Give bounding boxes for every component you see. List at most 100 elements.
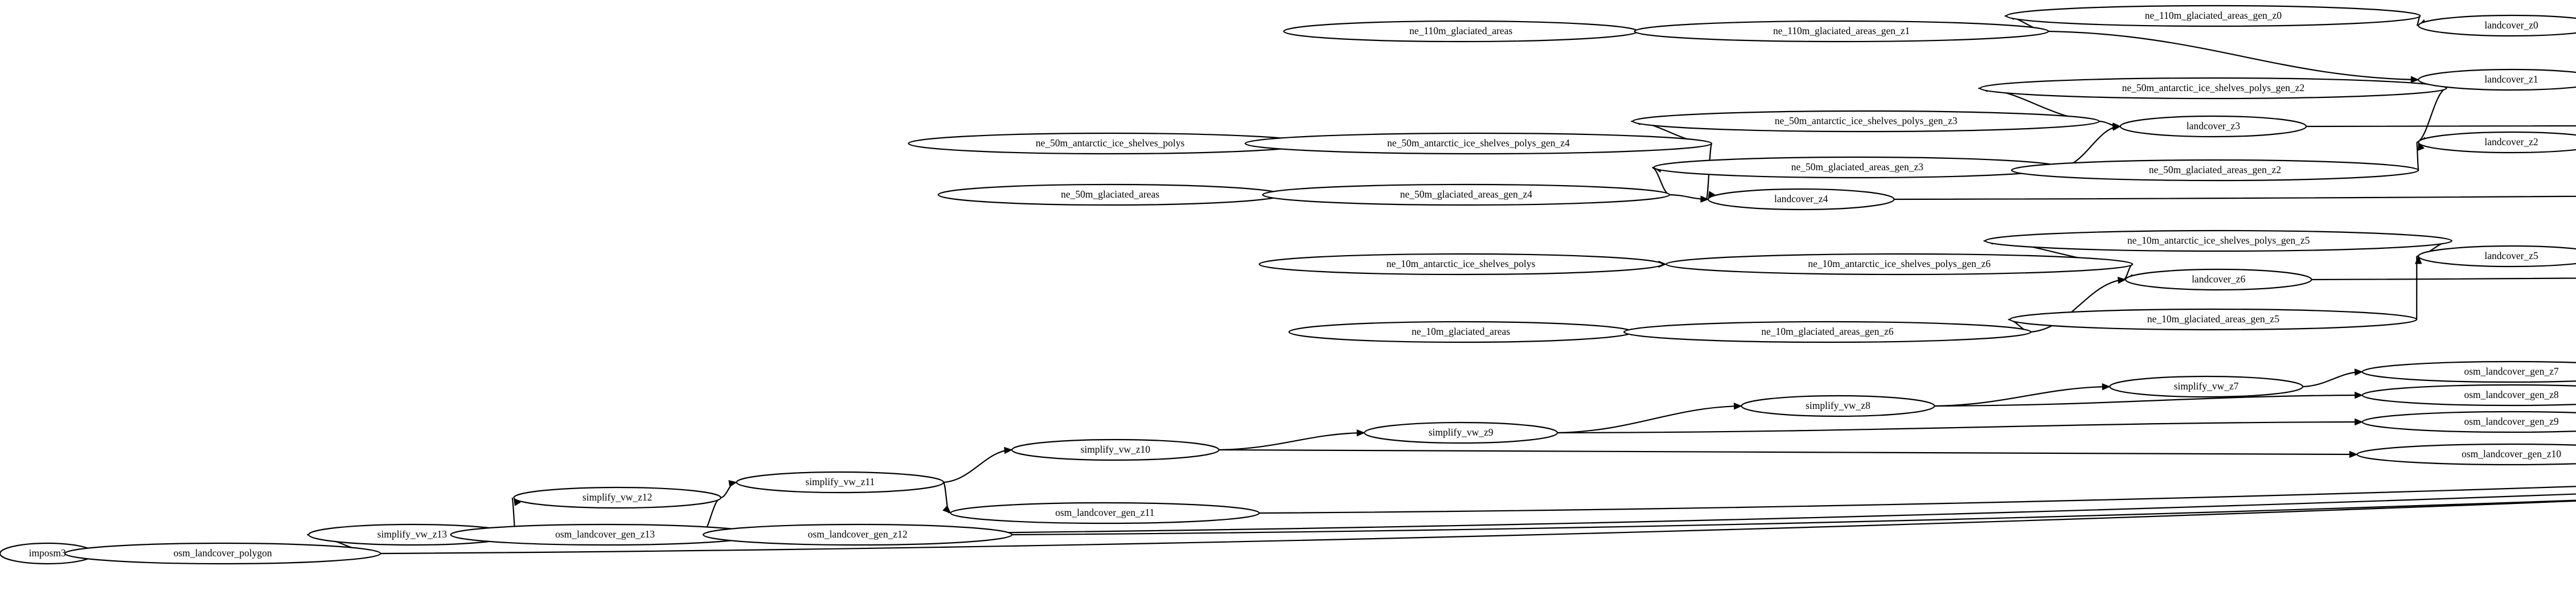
- node-landcover-z1[interactable]: landcover_z1: [2418, 68, 2576, 91]
- node-label: simplify_vw_z10: [1081, 444, 1151, 455]
- node-shape: [702, 523, 1013, 546]
- node-label: landcover_z4: [1774, 193, 1828, 204]
- edge-ne-10m-glaciated-areas-gen-z5-to-landcover-z5: [2415, 255, 2422, 320]
- node-shape: [2124, 268, 2312, 291]
- edge-arrowhead: [2117, 276, 2127, 284]
- node-label: osm_landcover_gen_z8: [2464, 389, 2558, 400]
- node-osm-landcover-gen-z7[interactable]: osm_landcover_gen_z7: [2361, 360, 2576, 383]
- node-shape: [2356, 443, 2576, 466]
- node-ne-110m-glaciated-areas-gen-z1[interactable]: ne_110m_glaciated_areas_gen_z1: [1634, 20, 2049, 43]
- node-osm-landcover-gen-z9[interactable]: osm_landcover_gen_z9: [2361, 411, 2576, 433]
- node-shape: [2361, 360, 2576, 383]
- node-label: ne_50m_antarctic_ice_shelves_polys_gen_z…: [2122, 82, 2305, 93]
- node-label: ne_50m_glaciated_areas_gen_z2: [2149, 164, 2281, 175]
- edge-arrowhead: [1004, 446, 1013, 454]
- node-simplify-vw-z7[interactable]: simplify_vw_z7: [2109, 375, 2304, 398]
- node-label: osm_landcover_gen_z7: [2464, 366, 2558, 377]
- node-ne-10m-glaciated-areas-gen-z6[interactable]: ne_10m_glaciated_areas_gen_z6: [1623, 321, 2032, 343]
- node-imposm3[interactable]: imposm3: [0, 542, 96, 565]
- edges-group: [63, 13, 2576, 557]
- node-label: osm_landcover_polygon: [174, 547, 272, 559]
- node-simplify-vw-z13[interactable]: simplify_vw_z13: [307, 523, 516, 546]
- node-label: osm_landcover_gen_z12: [808, 528, 908, 540]
- edge-simplify-vw-z9-to-simplify-vw-z8: [1557, 403, 1742, 434]
- node-osm-landcover-gen-z13[interactable]: osm_landcover_gen_z13: [450, 523, 760, 546]
- node-label: osm_landcover_gen_z9: [2464, 416, 2558, 427]
- node-osm-landcover-gen-z11[interactable]: osm_landcover_gen_z11: [950, 502, 1260, 524]
- node-simplify-vw-z9[interactable]: simplify_vw_z9: [1364, 421, 1558, 444]
- node-ne-50m-glaciated-areas-gen-z4[interactable]: ne_50m_glaciated_areas_gen_z4: [1262, 183, 1671, 206]
- node-ne-50m-antarctic-ice-shelves-polys-gen-z4[interactable]: ne_50m_antarctic_ice_shelves_polys_gen_z…: [1244, 132, 1713, 155]
- edge-arrowhead: [2415, 255, 2422, 264]
- node-label: landcover_z6: [2192, 273, 2246, 285]
- node-osm-landcover-gen-z8[interactable]: osm_landcover_gen_z8: [2361, 384, 2576, 407]
- node-shape: [1979, 77, 2447, 100]
- node-label: osm_landcover_gen_z11: [1055, 507, 1154, 518]
- node-shape: [2418, 14, 2576, 37]
- node-label: simplify_vw_z7: [2174, 380, 2239, 392]
- node-label: simplify_vw_z9: [1429, 427, 1494, 438]
- node-simplify-vw-z12[interactable]: simplify_vw_z12: [513, 486, 721, 509]
- node-simplify-vw-z10[interactable]: simplify_vw_z10: [1011, 438, 1220, 461]
- node-ne-10m-antarctic-ice-shelves-polys-gen-z6[interactable]: ne_10m_antarctic_ice_shelves_polys_gen_z…: [1665, 253, 2134, 276]
- node-osm-landcover-gen-z10[interactable]: osm_landcover_gen_z10: [2356, 443, 2576, 466]
- edge-arrowhead: [2102, 383, 2111, 391]
- edge-line: [2031, 278, 2124, 333]
- node-shape: [950, 502, 1260, 524]
- node-ne-10m-glaciated-areas[interactable]: ne_10m_glaciated_areas: [1288, 321, 1634, 343]
- node-ne-50m-antarctic-ice-shelves-polys-gen-z2[interactable]: ne_50m_antarctic_ice_shelves_polys_gen_z…: [1979, 77, 2447, 100]
- node-ne-50m-glaciated-areas-gen-z2[interactable]: ne_50m_glaciated_areas_gen_z2: [2011, 159, 2419, 182]
- node-osm-landcover-gen-z12[interactable]: osm_landcover_gen_z12: [702, 523, 1013, 546]
- node-ne-50m-antarctic-ice-shelves-polys-gen-z3[interactable]: ne_50m_antarctic_ice_shelves_polys_gen_z…: [1632, 110, 2100, 133]
- edge-line: [380, 500, 2576, 555]
- edge-simplify-vw-z12-to-simplify-vw-z11: [720, 480, 737, 499]
- edge-osm-landcover-gen-z12-to-layer-landcover-z12: [1012, 499, 2576, 536]
- node-ne-50m-glaciated-areas-gen-z3[interactable]: ne_50m_glaciated_areas_gen_z3: [1653, 156, 2062, 179]
- edge-line: [1219, 449, 2356, 456]
- node-label: ne_50m_antarctic_ice_shelves_polys_gen_z…: [1387, 137, 1570, 149]
- edge-line: [2416, 87, 2447, 143]
- node-label: ne_50m_glaciated_areas_gen_z4: [1400, 188, 1533, 200]
- node-label: ne_10m_glaciated_areas_gen_z5: [2147, 313, 2280, 325]
- edge-arrowhead: [2355, 391, 2364, 399]
- edge-simplify-vw-z7-to-osm-landcover-gen-z7: [2302, 368, 2364, 388]
- node-shape: [2361, 384, 2576, 407]
- node-ne-10m-antarctic-ice-shelves-polys-gen-z5[interactable]: ne_10m_antarctic_ice_shelves_polys_gen_z…: [1984, 229, 2452, 252]
- node-shape: [1244, 132, 1713, 155]
- node-ne-50m-antarctic-ice-shelves-polys[interactable]: ne_50m_antarctic_ice_shelves_polys: [908, 132, 1312, 155]
- node-shape: [64, 542, 382, 565]
- node-landcover-z4[interactable]: landcover_z4: [1707, 188, 1895, 211]
- node-ne-10m-glaciated-areas-gen-z5[interactable]: ne_10m_glaciated_areas_gen_z5: [2009, 308, 2418, 331]
- node-ne-110m-glaciated-areas[interactable]: ne_110m_glaciated_areas: [1283, 20, 1639, 43]
- edge-simplify-vw-z8-to-simplify-vw-z7: [1934, 383, 2111, 407]
- node-osm-landcover-polygon[interactable]: osm_landcover_polygon: [64, 542, 382, 565]
- node-ne-110m-glaciated-areas-gen-z0[interactable]: ne_110m_glaciated_areas_gen_z0: [2005, 5, 2421, 27]
- edge-arrowhead: [1733, 403, 1742, 410]
- node-ne-50m-glaciated-areas[interactable]: ne_50m_glaciated_areas: [937, 183, 1283, 206]
- node-label: simplify_vw_z12: [583, 491, 653, 503]
- edge-arrowhead: [2410, 76, 2419, 83]
- node-shape: [2119, 115, 2307, 138]
- node-shape: [1262, 183, 1671, 206]
- node-ne-10m-antarctic-ice-shelves-polys[interactable]: ne_10m_antarctic_ice_shelves_polys: [1258, 253, 1663, 276]
- edge-line: [2048, 30, 2417, 81]
- edge-arrowhead: [942, 505, 951, 514]
- node-landcover-z2[interactable]: landcover_z2: [2418, 131, 2576, 154]
- node-landcover-z3[interactable]: landcover_z3: [2119, 115, 2307, 138]
- node-shape: [1984, 229, 2452, 252]
- node-label: ne_10m_antarctic_ice_shelves_polys_gen_z…: [2127, 235, 2310, 246]
- edge-arrowhead: [1700, 195, 1709, 203]
- node-landcover-z0[interactable]: landcover_z0: [2418, 14, 2576, 37]
- node-shape: [2418, 68, 2576, 91]
- node-landcover-z5[interactable]: landcover_z5: [2418, 245, 2576, 268]
- node-simplify-vw-z11[interactable]: simplify_vw_z11: [736, 471, 945, 494]
- node-landcover-z6[interactable]: landcover_z6: [2124, 268, 2312, 291]
- node-simplify-vw-z8[interactable]: simplify_vw_z8: [1741, 395, 1935, 417]
- node-shape: [2009, 308, 2418, 331]
- edge-line: [759, 493, 2576, 536]
- node-shape: [1258, 253, 1663, 276]
- edge-line: [1557, 421, 2361, 434]
- node-shape: [736, 471, 945, 494]
